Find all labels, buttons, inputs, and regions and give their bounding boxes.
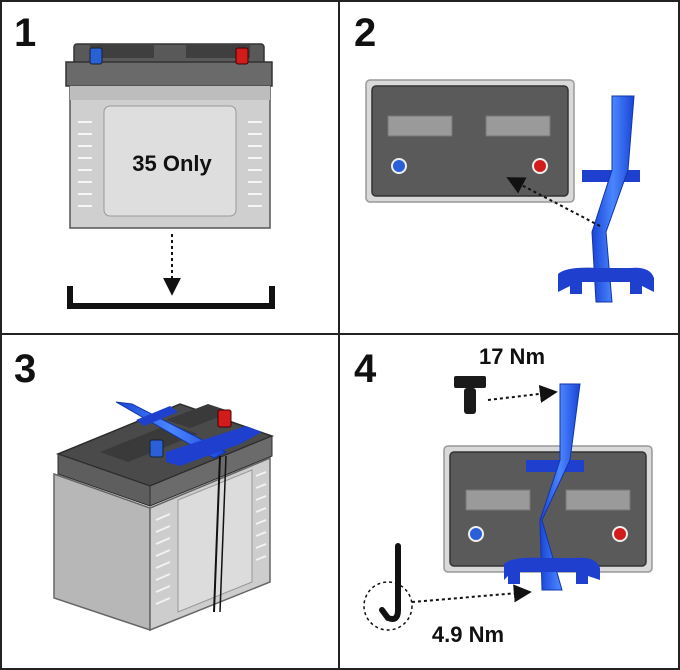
panel-3: 3 xyxy=(14,347,275,632)
battery-icon xyxy=(53,403,275,632)
panel-4: 4 17 Nm 4.9 Nm xyxy=(354,344,653,647)
hold-down-strap-icon xyxy=(115,401,262,613)
bolt-icon xyxy=(454,376,486,414)
step-number-2: 2 xyxy=(354,11,376,55)
battery-tray-icon xyxy=(67,286,275,309)
arrow-icon xyxy=(487,384,558,403)
arrow-icon xyxy=(411,584,532,603)
bolt-torque-label: 17 Nm xyxy=(479,344,545,369)
arrow-icon xyxy=(506,177,601,227)
step-number-3: 3 xyxy=(14,347,36,391)
battery-size-label: 35 Only xyxy=(132,151,212,176)
panel-1: 1 35 Onl xyxy=(14,11,275,309)
battery-top-view-icon xyxy=(365,79,575,203)
step-number-1: 1 xyxy=(14,11,36,55)
hold-down-strap-icon xyxy=(504,383,600,591)
battery-top-view-icon xyxy=(443,445,653,573)
hold-down-strap-icon xyxy=(558,95,654,303)
panel-2: 2 xyxy=(354,11,654,303)
hook-torque-label: 4.9 Nm xyxy=(432,622,504,647)
step-number-4: 4 xyxy=(354,347,377,391)
j-hook-icon xyxy=(363,543,413,631)
battery-icon xyxy=(65,43,273,229)
